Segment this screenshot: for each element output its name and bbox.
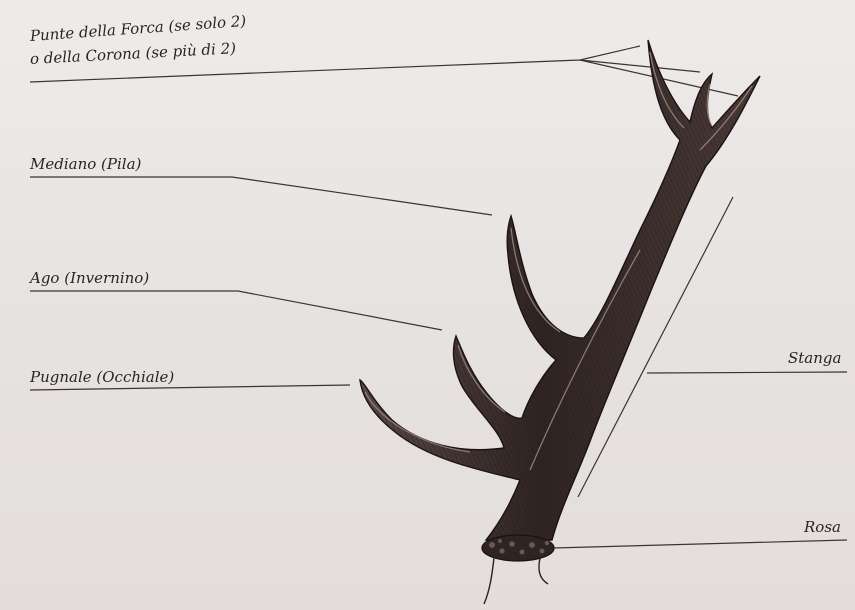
antler-icon <box>360 40 760 604</box>
label-ago: Ago (Invernino) <box>30 269 149 288</box>
label-mediano: Mediano (Pila) <box>30 155 141 174</box>
label-stanga: Stanga <box>788 349 841 368</box>
rosa-burr <box>482 535 554 561</box>
leader-line-rosa <box>553 540 847 548</box>
leader-line-stanga <box>647 372 847 373</box>
leader-line-ago <box>30 291 442 330</box>
leader-line-mediano <box>30 177 492 215</box>
label-pugnale: Pugnale (Occhiale) <box>30 368 174 387</box>
label-rosa: Rosa <box>804 518 841 537</box>
